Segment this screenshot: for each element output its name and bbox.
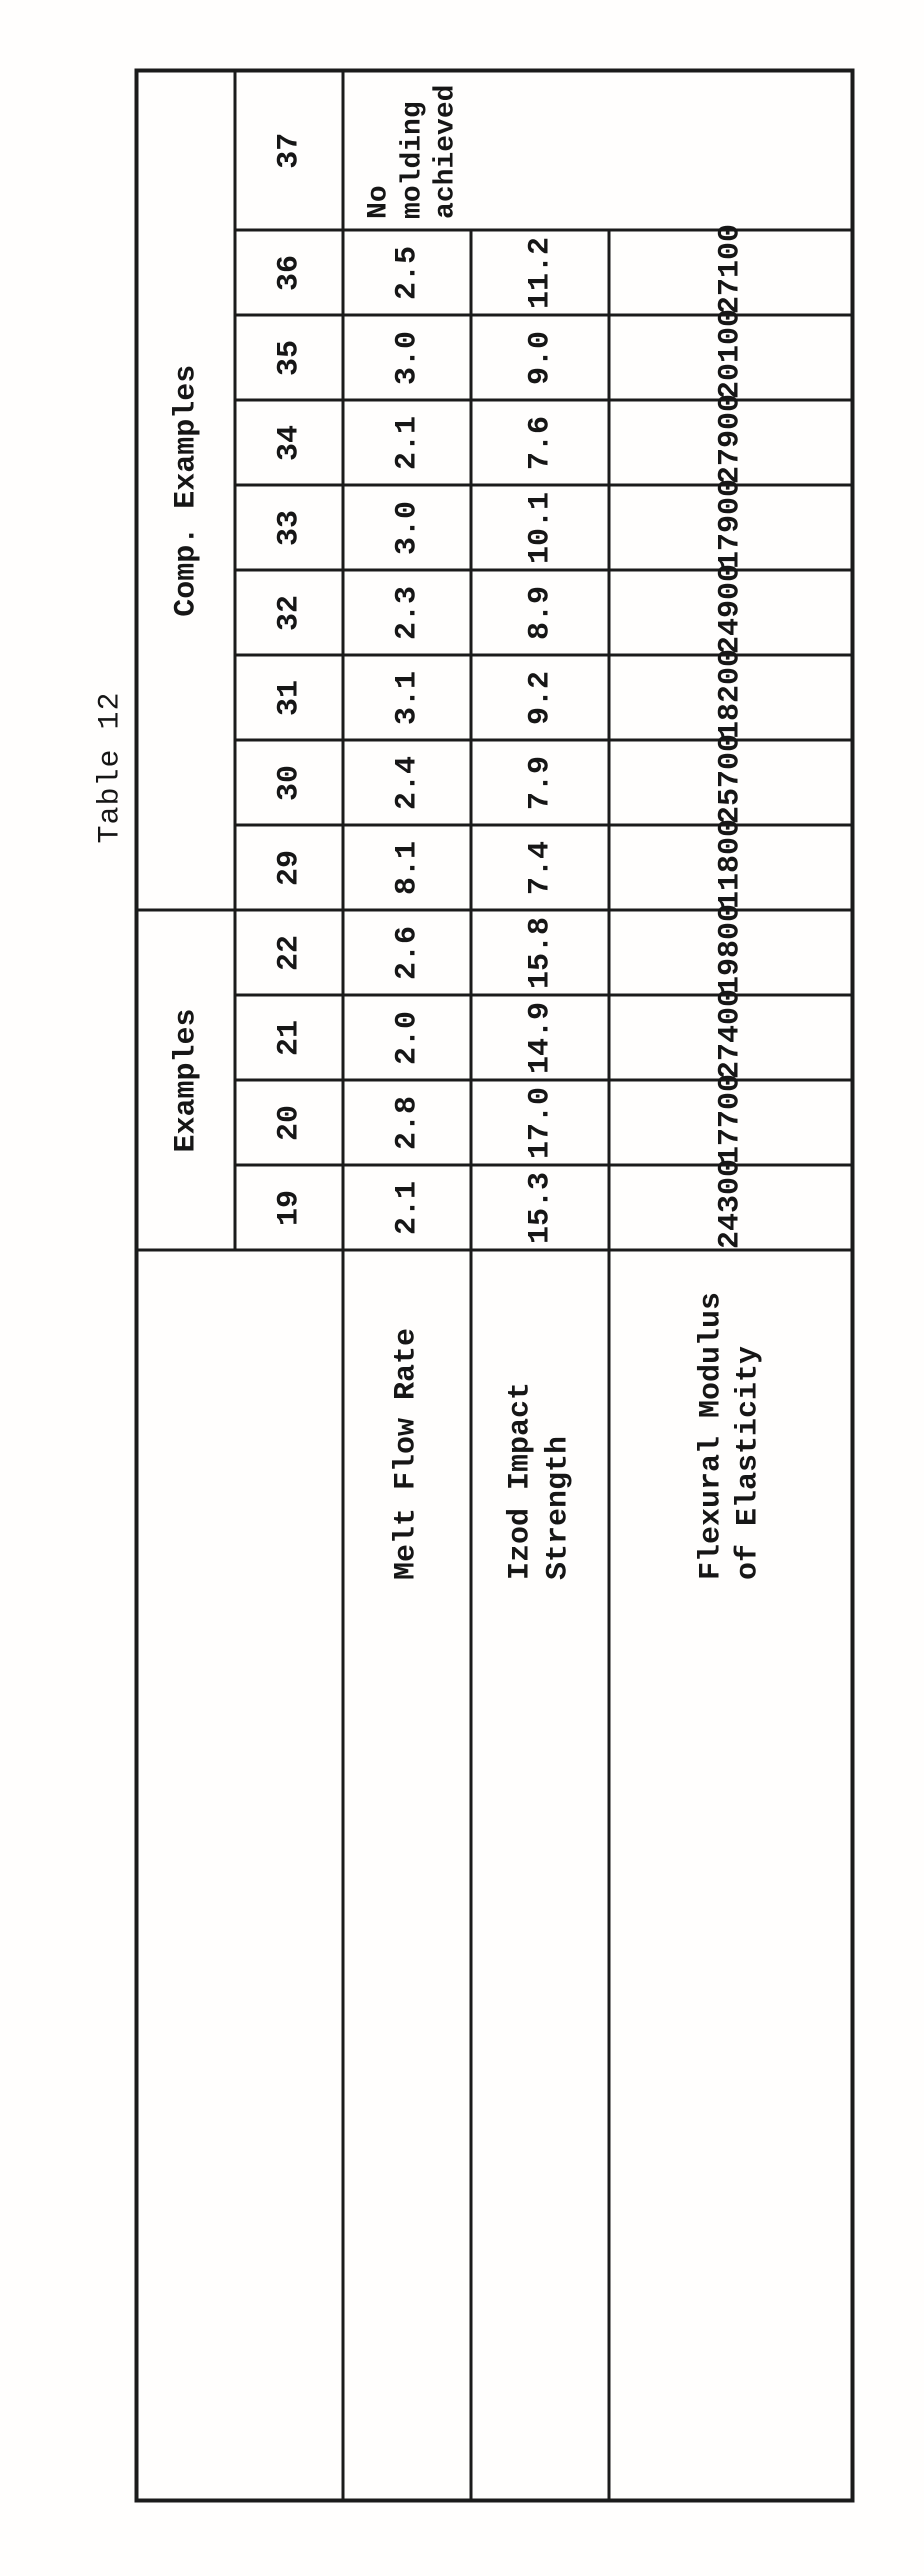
value-cell: 3.0 bbox=[343, 315, 471, 401]
value-cell: 7.6 bbox=[471, 400, 609, 486]
data-table: Examples Comp. Examples 19 20 21 22 29 3… bbox=[134, 68, 855, 2503]
column-id: 19 bbox=[235, 1165, 343, 1251]
column-id: 31 bbox=[235, 655, 343, 741]
column-id: 34 bbox=[235, 400, 343, 486]
value-cell: 2.1 bbox=[343, 1165, 471, 1251]
value-cell: 9.2 bbox=[471, 655, 609, 741]
value-cell: 7.9 bbox=[471, 740, 609, 826]
value-cell: 2.4 bbox=[343, 740, 471, 826]
column-id: 36 bbox=[235, 230, 343, 316]
value-cell: 17900 bbox=[609, 479, 853, 571]
value-cell: 17.0 bbox=[471, 1080, 609, 1166]
value-cell: 15.8 bbox=[471, 910, 609, 996]
value-cell: 3.0 bbox=[343, 485, 471, 571]
table-row-flexural-modulus: Flexural Modulus of Elasticity 24300 177… bbox=[609, 70, 853, 2501]
value-cell: 27100 bbox=[609, 224, 853, 316]
value-cell: 27400 bbox=[609, 989, 853, 1081]
no-molding-achieved-cell: No molding achieved bbox=[343, 70, 853, 231]
value-cell: 2.1 bbox=[343, 400, 471, 486]
column-id: 20 bbox=[235, 1080, 343, 1166]
row-label-text: Flexural Modulus of Elasticity bbox=[694, 1291, 766, 1580]
value-cell: 2.3 bbox=[343, 570, 471, 656]
value-cell: 14.9 bbox=[471, 995, 609, 1081]
row-label-text: Izod Impact Strength bbox=[503, 1381, 576, 1580]
group-header-row: Examples Comp. Examples bbox=[136, 70, 343, 2501]
row-label-izod-impact-strength: Izod Impact Strength bbox=[471, 1250, 609, 2501]
group-header-comp-examples: Comp. Examples bbox=[136, 70, 235, 911]
column-id: 37 bbox=[235, 70, 343, 231]
note-line: achieved bbox=[430, 84, 462, 219]
value-cell: 2.6 bbox=[343, 910, 471, 996]
row-label-melt-flow-rate: Melt Flow Rate bbox=[343, 1250, 471, 2501]
value-cell: 19800 bbox=[609, 904, 853, 996]
table-row-izod-impact-strength: Izod Impact Strength 15.3 17.0 14.9 15.8… bbox=[471, 70, 609, 2501]
value-cell: 9.0 bbox=[471, 315, 609, 401]
column-id: 35 bbox=[235, 315, 343, 401]
value-cell: 27900 bbox=[609, 394, 853, 486]
note-line: No bbox=[363, 185, 395, 219]
column-id: 21 bbox=[235, 995, 343, 1081]
column-id: 22 bbox=[235, 910, 343, 996]
value-cell: 11.2 bbox=[471, 230, 609, 316]
row-label-flexural-modulus: Flexural Modulus of Elasticity bbox=[609, 1250, 853, 2501]
value-cell: 10.1 bbox=[471, 485, 609, 571]
value-cell: 25700 bbox=[609, 734, 853, 826]
column-id: 33 bbox=[235, 485, 343, 571]
table-caption: Table 12 bbox=[93, 691, 128, 844]
value-cell: 24300 bbox=[609, 1159, 853, 1251]
value-cell: 3.1 bbox=[343, 655, 471, 741]
value-cell: 20100 bbox=[609, 309, 853, 401]
value-cell: 7.4 bbox=[471, 825, 609, 911]
group-header-examples: Examples bbox=[136, 910, 235, 1251]
value-cell: 15.3 bbox=[471, 1165, 609, 1251]
value-cell: 8.9 bbox=[471, 570, 609, 656]
column-id: 29 bbox=[235, 825, 343, 911]
value-cell: 2.8 bbox=[343, 1080, 471, 1166]
value-cell: 24900 bbox=[609, 564, 853, 656]
value-cell: 2.0 bbox=[343, 995, 471, 1081]
value-cell: 8.1 bbox=[343, 825, 471, 911]
column-id: 32 bbox=[235, 570, 343, 656]
value-cell: 2.5 bbox=[343, 230, 471, 316]
corner-cell bbox=[136, 1250, 343, 2501]
value-cell: 11800 bbox=[609, 819, 853, 911]
value-cell: 17700 bbox=[609, 1074, 853, 1166]
column-id: 30 bbox=[235, 740, 343, 826]
note-line: molding bbox=[397, 101, 429, 219]
row-label-text: Melt Flow Rate bbox=[389, 1327, 424, 1580]
table-row-melt-flow-rate: Melt Flow Rate 2.1 2.8 2.0 2.6 8.1 2.4 3… bbox=[343, 70, 853, 2501]
rotated-table-area: Table 12 Examples Comp. Examples 19 20 2… bbox=[90, 68, 855, 2503]
value-cell: 18200 bbox=[609, 649, 853, 741]
